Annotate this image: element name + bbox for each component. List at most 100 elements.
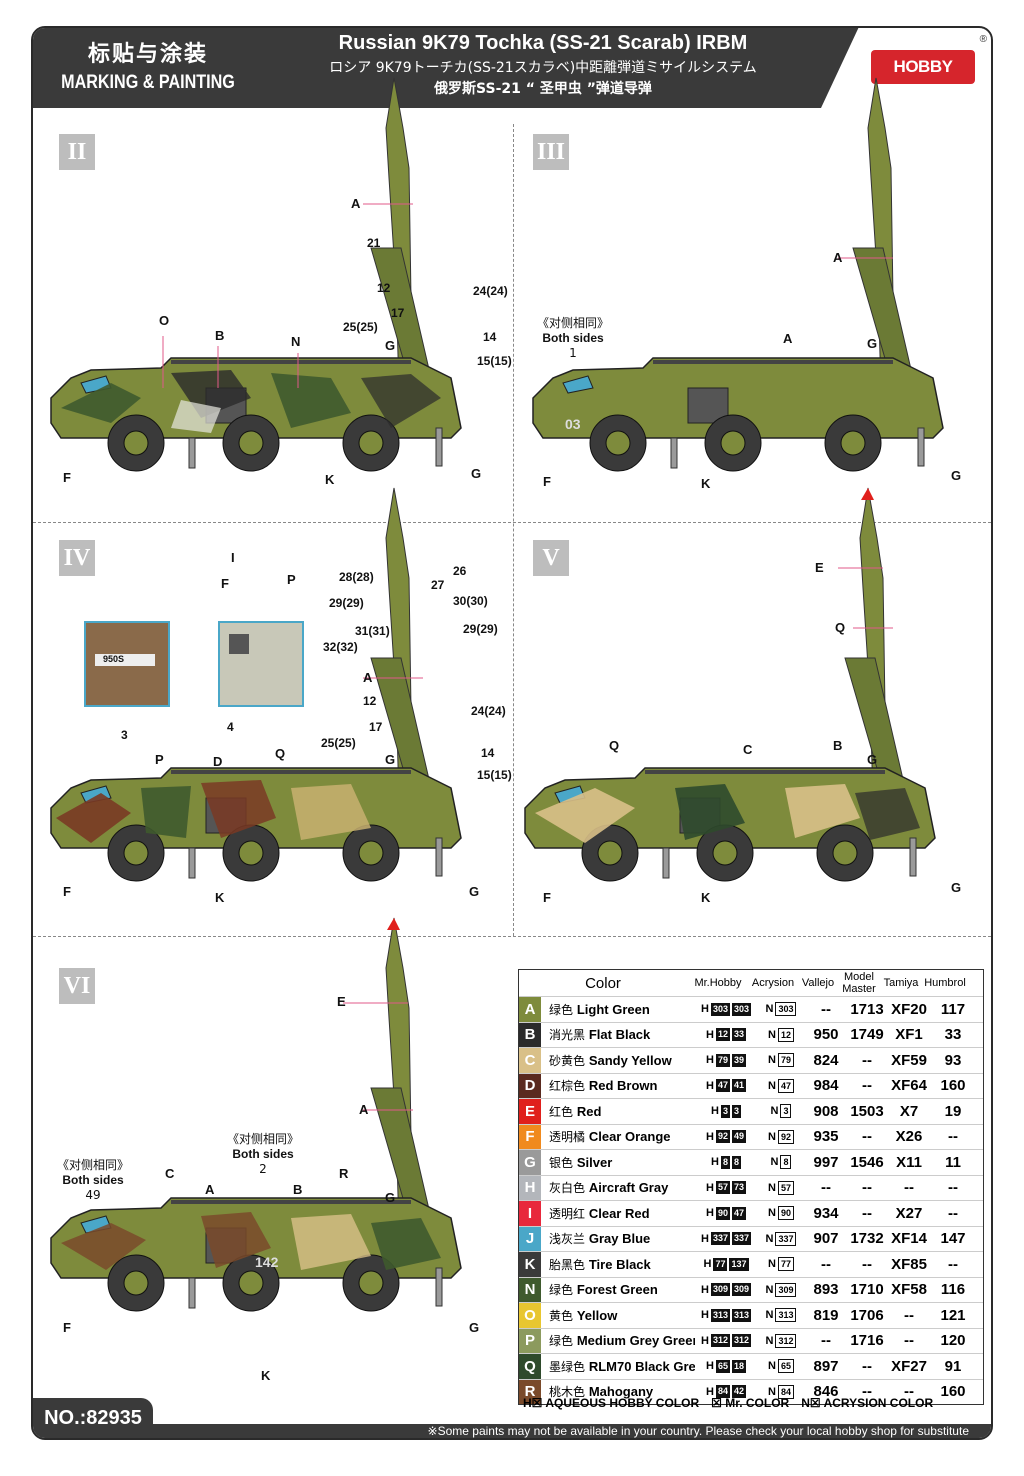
legend-acrysion: N☒ ACRYSION COLOR bbox=[801, 1396, 934, 1410]
p3-label-g: G bbox=[867, 336, 878, 351]
legend-aqueous: H☒ AQUEOUS HOBBY COLOR bbox=[523, 1396, 700, 1410]
acrysion-number: 312 bbox=[775, 1333, 797, 1348]
humbrol-code: -- bbox=[948, 1204, 958, 1222]
color-code: P bbox=[524, 1332, 535, 1350]
legend-m-text: Mr. COLOR bbox=[725, 1396, 790, 1410]
hobby-aqueous-code: 12 bbox=[715, 1028, 730, 1042]
color-name-cn: 黄色 bbox=[549, 1308, 574, 1323]
color-code: F bbox=[525, 1128, 535, 1146]
hobby-aqueous-code: 312 bbox=[710, 1334, 730, 1348]
color-name-en: Red bbox=[576, 1103, 602, 1119]
color-table: Color Mr.Hobby Acrysion Vallejo Model Ma… bbox=[518, 969, 984, 1405]
p3-label-f: F bbox=[543, 474, 551, 489]
p4-label-g: G bbox=[385, 752, 396, 767]
panel-2-number: II bbox=[59, 134, 95, 170]
color-name-cn: 墨绿色 bbox=[549, 1359, 586, 1374]
vallejo-code: 997 bbox=[813, 1153, 839, 1171]
tamiya-code: X27 bbox=[895, 1204, 923, 1222]
color-code: A bbox=[524, 1000, 536, 1018]
color-code: E bbox=[524, 1102, 535, 1120]
hobby-aqueous-code: 337 bbox=[710, 1232, 730, 1246]
en-title: MARKING & PAINTING bbox=[61, 72, 235, 93]
p6-label-f: F bbox=[63, 1320, 71, 1335]
acrysion-number: 77 bbox=[777, 1257, 794, 1272]
color-name: 墨绿色 RLM70 Black Green bbox=[541, 1358, 695, 1375]
p2-label-14: 14 bbox=[483, 330, 497, 344]
humbrol-code: 91 bbox=[944, 1357, 962, 1375]
divider-vertical bbox=[513, 124, 514, 936]
tamiya-code: XF85 bbox=[891, 1255, 927, 1273]
color-name-en: Medium Grey Green bbox=[576, 1333, 695, 1349]
model-master-code: 1706 bbox=[850, 1306, 884, 1324]
hobby-mr-color-code: 42 bbox=[731, 1385, 746, 1399]
color-name-en: Tire Black bbox=[588, 1256, 651, 1272]
paint-legend: H☒ AQUEOUS HOBBY COLOR ☒ Mr. COLOR N☒ AC… bbox=[523, 1396, 991, 1410]
humbrol-code: 11 bbox=[945, 1153, 961, 1171]
color-name-cn: 桃木色 bbox=[549, 1385, 586, 1400]
p3-both-sides: 《对侧相同》 Both sides 1 bbox=[513, 316, 633, 361]
p5-label-q2: Q bbox=[609, 738, 620, 753]
footer-note: ※Some paints may not be available in you… bbox=[153, 1424, 991, 1438]
vallejo-code: 950 bbox=[813, 1026, 839, 1044]
color-name-en: Forest Green bbox=[576, 1282, 658, 1298]
cn-title: 标贴与涂装 bbox=[87, 42, 208, 67]
panel-4-number: IV bbox=[59, 540, 95, 576]
acrysion-number: 84 bbox=[777, 1384, 794, 1399]
p3-label-a2: A bbox=[783, 331, 793, 346]
product-title-block: Russian 9K79 Tochka (SS-21 Scarab) IRBM … bbox=[263, 28, 823, 108]
color-name-cn: 消光黑 bbox=[549, 1028, 586, 1043]
color-name-en: Red Brown bbox=[588, 1078, 658, 1094]
vallejo-code: -- bbox=[821, 1255, 831, 1273]
p2-label-g2: G bbox=[471, 466, 482, 481]
humbrol-code: 120 bbox=[940, 1332, 966, 1350]
humbrol-code: 117 bbox=[940, 1000, 966, 1018]
registered-mark: ® bbox=[979, 34, 987, 45]
color-name-en: Clear Orange bbox=[588, 1129, 671, 1145]
color-name-cn: 透明橘 bbox=[549, 1130, 586, 1145]
p4-label-29b: 29(29) bbox=[463, 622, 498, 636]
p5-label-b: B bbox=[833, 738, 843, 753]
color-code: C bbox=[524, 1051, 536, 1069]
model-master-code: 1732 bbox=[850, 1230, 884, 1248]
model-master-code: 1713 bbox=[850, 1000, 884, 1018]
color-swatch: Q bbox=[519, 1354, 541, 1379]
tamiya-code: XF64 bbox=[891, 1077, 927, 1095]
p4-label-29: 29(29) bbox=[329, 596, 364, 610]
color-swatch: O bbox=[519, 1303, 541, 1328]
p5-label-q: Q bbox=[835, 620, 846, 635]
p4-label-32: 32(32) bbox=[323, 640, 358, 654]
brand-logo: HOBBY BOSS bbox=[871, 50, 975, 108]
color-swatch: J bbox=[519, 1226, 541, 1251]
p6-label-g2: G bbox=[469, 1320, 480, 1335]
color-swatch: R bbox=[519, 1379, 541, 1404]
p2-label-o: O bbox=[159, 313, 170, 328]
color-name-en: Mahogany bbox=[588, 1384, 654, 1400]
cn-product-title: 俄罗斯SS-21 “ 圣甲虫 ”弹道导弹 bbox=[434, 81, 652, 97]
p4-label-d: D bbox=[213, 754, 223, 769]
color-swatch: B bbox=[519, 1022, 541, 1047]
p6-label-c: C bbox=[165, 1166, 175, 1181]
color-name-en: Gray Blue bbox=[588, 1231, 651, 1247]
hobby-aqueous-code: 65 bbox=[715, 1359, 730, 1373]
p5-label-c: C bbox=[743, 742, 753, 757]
color-name-cn: 胎黑色 bbox=[549, 1257, 586, 1272]
color-name-cn: 绿色 bbox=[549, 1002, 574, 1017]
vallejo-code: 846 bbox=[813, 1383, 839, 1401]
hobby-mr-color-code: 47 bbox=[731, 1206, 746, 1220]
color-code: O bbox=[524, 1306, 536, 1324]
color-name-cn: 绿色 bbox=[549, 1334, 574, 1349]
color-code: B bbox=[524, 1026, 536, 1044]
